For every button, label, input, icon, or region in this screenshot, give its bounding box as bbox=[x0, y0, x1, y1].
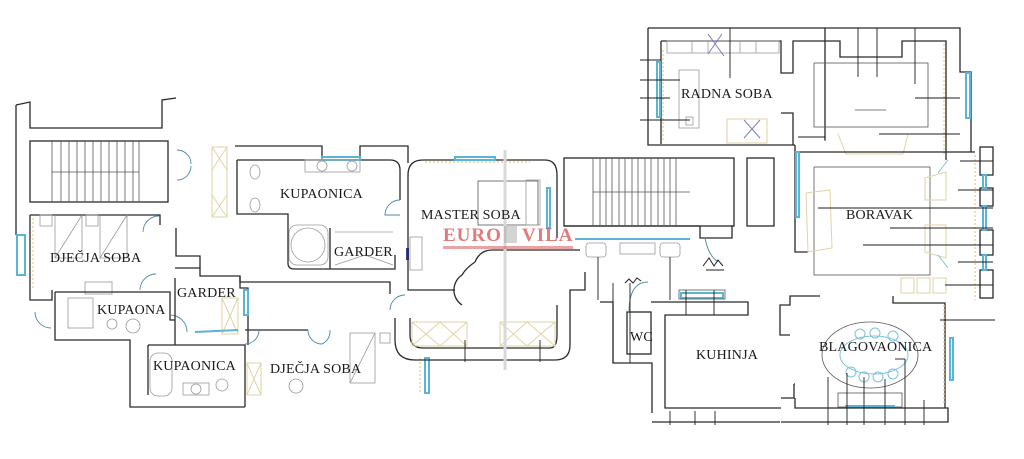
watermark-logo: EURO VILA bbox=[443, 223, 573, 253]
room-label-master-soba: MASTER SOBA bbox=[421, 208, 521, 223]
watermark-underline bbox=[443, 246, 573, 249]
room-label-djecja-soba-2: DJEČJA SOBA bbox=[270, 362, 362, 377]
room-label-boravak: BORAVAK bbox=[846, 208, 914, 223]
room-label-kupaonica-2: KUPAONICA bbox=[153, 359, 236, 374]
room-master-soba bbox=[394, 150, 586, 370]
room-wc bbox=[600, 277, 653, 413]
room-label-radna-soba: RADNA SOBA bbox=[681, 87, 773, 102]
room-blagovaonica bbox=[781, 296, 995, 425]
room-label-wc: WC bbox=[630, 330, 653, 345]
room-kupaonica-1 bbox=[235, 145, 409, 270]
house-icon bbox=[504, 226, 517, 243]
room-kupaona bbox=[54, 291, 245, 408]
room-label-kupaona: KUPAONA bbox=[97, 303, 166, 318]
room-kupaonica-2 bbox=[147, 344, 262, 407]
room-kuhinja bbox=[651, 289, 795, 425]
corridors bbox=[175, 228, 406, 311]
room-label-kupaonica-1: KUPAONICA bbox=[280, 187, 363, 202]
room-label-kuhinja: KUHINJA bbox=[696, 348, 759, 363]
watermark-text-right: VILA bbox=[522, 225, 574, 246]
room-label-garder-1: GARDER bbox=[177, 286, 236, 301]
room-djecja-soba-1 bbox=[16, 214, 161, 329]
room-label-garder-2: GARDER bbox=[334, 245, 393, 260]
boravak-window-piers bbox=[979, 146, 994, 299]
central-stair-core bbox=[563, 157, 775, 300]
stair-treads bbox=[592, 158, 690, 226]
room-label-djecja-soba-1: DJEČJA SOBA bbox=[50, 251, 142, 266]
stair-treads bbox=[52, 141, 140, 202]
upper-right-room bbox=[798, 27, 972, 160]
watermark-text-left: EURO bbox=[443, 225, 502, 246]
plant-icon bbox=[702, 257, 724, 271]
room-garder-1 bbox=[174, 267, 249, 345]
room-djecja-soba-2 bbox=[244, 329, 430, 394]
room-label-blagovaonica: BLAGOVAONICA bbox=[819, 340, 933, 355]
room-boravak bbox=[779, 145, 994, 336]
left-stair-core bbox=[15, 97, 228, 235]
